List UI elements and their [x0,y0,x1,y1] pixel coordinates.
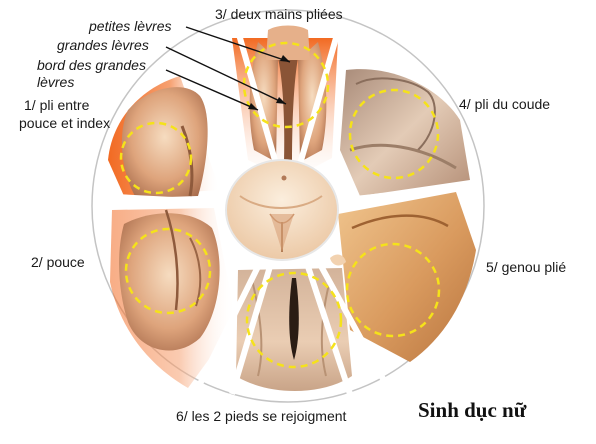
label-position-5: 5/ genou plié [486,259,567,275]
center-torso-image [225,159,339,261]
highlight-knee [345,242,441,338]
highlight-thumb [124,227,212,315]
caption-title: Sinh dục nữ [418,398,527,422]
photo-thumb [110,208,236,388]
photo-feet-joined [236,268,352,391]
label-position-4: 4/ pli du coude [459,96,551,112]
photo-hands-folded [232,25,338,180]
leader-grandes-levres [165,46,287,105]
photo-thumb-index-fold [108,76,220,198]
photo-knee-fold [330,192,476,362]
highlight-feet [245,271,343,369]
photo-elbow-fold [340,69,470,196]
leader-bord-grandes-levres [165,69,259,111]
label-position-1-line2: pouce et index [19,115,111,131]
label-petites-levres: petites lèvres [89,18,172,34]
label-grandes-levres: grandes lèvres [57,37,149,53]
highlight-thumb-index [119,121,193,195]
highlight-hands [242,41,330,129]
label-position-3: 3/ deux mains pliées [215,6,343,22]
annotation-leader-lines [165,26,291,111]
leader-arrowheads [248,55,290,110]
label-position-1-line1: 1/ pli entre [24,97,90,113]
highlight-elbow [348,88,440,180]
label-bord-grandes-levres-2: lèvres [37,74,75,90]
label-bord-grandes-levres-1: bord des grandes [37,57,146,73]
leader-petites-levres [185,26,291,63]
dashed-highlight-circles [119,41,441,369]
label-position-2: 2/ pouce [31,254,85,270]
label-position-6: 6/ les 2 pieds se rejoigment [176,408,347,424]
